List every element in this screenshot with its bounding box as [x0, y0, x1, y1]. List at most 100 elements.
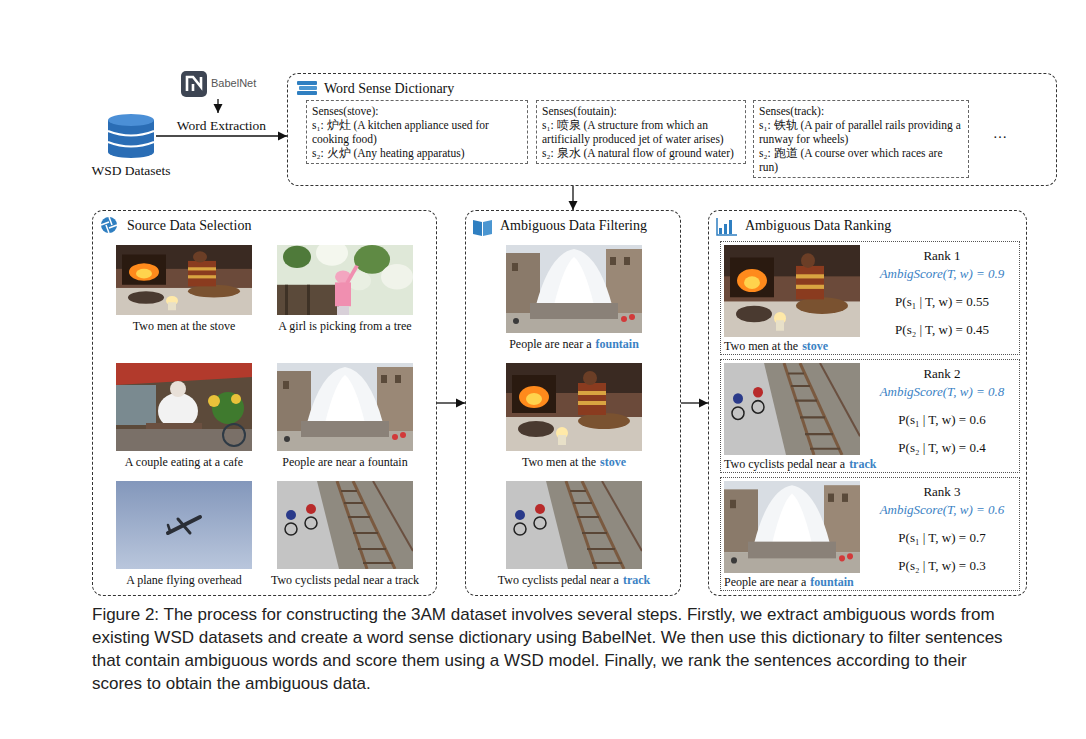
panel-title: Word Sense Dictionary	[324, 81, 454, 97]
photo-frame	[724, 245, 860, 337]
books-icon	[297, 81, 317, 95]
stage-panel: Word Sense DictionarySenses(stove):s₁: 炉…	[287, 73, 1057, 186]
rank-card: Rank 1AmbigScore(T, w) = 0.9P(s₁ | T, w)…	[720, 241, 1020, 355]
panel-title: Source Data Selection	[127, 218, 251, 234]
aperture-icon-part	[101, 217, 117, 233]
logo-node: BabelNet	[180, 70, 264, 98]
stage-panel: Source Data SelectionTwo men at the stov…	[92, 210, 437, 596]
stage-panel: Ambiguous Data FilteringPeople are near …	[465, 210, 681, 596]
ambiguity-score: AmbigScore(T, w) = 0.8	[867, 384, 1017, 400]
photo-frame: A girl is picking from a tree	[277, 245, 413, 315]
photo	[724, 481, 860, 573]
image-caption: People are near a	[724, 575, 806, 589]
photo	[116, 481, 252, 569]
photo-frame: Two cyclists pedal near atrack	[506, 481, 642, 569]
score-column: Rank 1AmbigScore(T, w) = 0.9P(s₁ | T, w)…	[867, 242, 1017, 342]
caption-line: People are near a fountain	[724, 575, 854, 589]
photo	[277, 363, 413, 451]
bar-chart-icon-part	[719, 228, 722, 234]
sense-probability: P(s₁ | T, w) = 0.55	[867, 294, 1017, 310]
flow-arrow	[156, 135, 287, 136]
photo	[506, 363, 642, 451]
score-column: Rank 2 AmbigScore(T, w) = 0.8P(s₁ | T, w)…	[867, 360, 1017, 460]
caption-line: A girl is picking from a tree	[278, 319, 411, 333]
photo	[277, 481, 413, 569]
books-icon-part	[299, 86, 317, 90]
caption-line: People are near a fountain	[282, 455, 407, 469]
flow-arrow	[572, 186, 573, 210]
flow-arrow	[437, 402, 465, 403]
caption-line: Two cyclists pedal near a track	[271, 573, 419, 587]
image-caption: Two cyclists pedal near a	[724, 457, 845, 471]
photo-frame: A couple eating at a cafe	[116, 363, 252, 451]
sense-definition: s₂: 泉水 (A natural flow of ground water)	[542, 146, 740, 160]
caption-line: Two men at thestove	[522, 455, 626, 469]
books-icon-part	[297, 91, 317, 95]
caption-line: Two men at the stove	[724, 339, 828, 353]
ambiguous-word: fountain	[595, 337, 638, 351]
source-name: BabelNet	[211, 77, 256, 89]
caption-line: People are near a fountain	[509, 337, 639, 351]
sense-probability: P(s₁ | T, w) = 0.6	[867, 412, 1017, 428]
ambiguous-word: stove	[802, 339, 828, 353]
bar-chart-icon-part	[724, 224, 727, 234]
sense-heading: Senses(foutain):	[542, 104, 740, 118]
photo-frame: Two men at the stove	[116, 245, 252, 315]
ambiguity-score: AmbigScore(T, w) = 0.9	[867, 266, 1017, 282]
sense-definition: s₂: 火炉 (Any heating apparatus)	[312, 146, 522, 160]
stage-panel: Ambiguous Data RankingRank 1AmbigScore(T…	[708, 210, 1027, 596]
rank-number: Rank 3	[867, 484, 1017, 500]
photo-set	[116, 240, 860, 573]
photo-frame: A plane flying overhead	[116, 481, 252, 569]
ambiguity-score: AmbigScore(T, w) = 0.6	[867, 502, 1017, 518]
photo	[116, 245, 252, 315]
babelnet-logo-part	[181, 71, 207, 97]
photo	[506, 481, 642, 569]
photo-frame: Two cyclists pedal near a track	[277, 481, 413, 569]
books-icon-part	[297, 81, 317, 85]
source-arrow	[217, 99, 218, 113]
photo-frame: Two men at thestove	[506, 363, 642, 451]
aperture-icon	[101, 217, 117, 233]
ambiguous-word: stove	[600, 455, 626, 469]
aperture-icon-part	[101, 217, 117, 233]
database-icon	[108, 114, 154, 158]
photo-frame: People are near a fountain	[277, 363, 413, 451]
sense-entry-box: Senses(track):s₁: 铁轨 (A pair of parallel…	[753, 100, 969, 178]
sense-probability: P(s₁ | T, w) = 0.7	[867, 530, 1017, 546]
caption-line: A couple eating at a cafe	[125, 455, 243, 469]
panel-title: Ambiguous Data Ranking	[745, 218, 891, 234]
edge-label: Word Extraction	[175, 118, 268, 134]
ambiguous-word: track	[849, 457, 876, 471]
babelnet-logo	[181, 71, 207, 97]
sense-entry-box: Senses(foutain):s₁: 喷泉 (A structure from…	[536, 100, 746, 164]
caption-line: A plane flying overhead	[126, 573, 242, 587]
sense-heading: Senses(track):	[759, 104, 963, 118]
photo	[724, 245, 860, 337]
photo	[506, 245, 642, 333]
photo-frame	[724, 363, 860, 455]
photo-frame	[724, 481, 860, 573]
image-caption: People are near a	[509, 337, 591, 351]
photo	[116, 363, 252, 451]
image-caption: Two men at the stove	[133, 319, 235, 333]
bar-chart-icon-part	[729, 220, 732, 234]
sense-definition: s₂: 跑道 (A course over which races are ru…	[759, 146, 963, 174]
caption-line: Two cyclists pedal near atrack	[498, 573, 650, 587]
database-icon-part	[108, 146, 154, 158]
rank-number: Rank 2	[867, 366, 1017, 382]
database-icon-part	[108, 131, 154, 147]
book-icon-part	[473, 220, 482, 236]
sense-definition: s₁: 铁轨 (A pair of parallel rails providi…	[759, 118, 963, 146]
image-caption: A plane flying overhead	[126, 573, 242, 587]
image-caption: Two men at the	[724, 339, 798, 353]
photo	[277, 240, 413, 315]
dataset-name: WSD Datasets	[91, 163, 170, 179]
sense-heading: Senses(stove):	[312, 104, 522, 118]
ambiguous-word: track	[623, 573, 650, 587]
rank-card: Rank 3 AmbigScore(T, w) = 0.6P(s₁ | T, w)…	[720, 477, 1020, 591]
babelnet-logo-part	[187, 77, 201, 91]
ambiguous-word: fountain	[810, 575, 853, 589]
database-icon-part	[108, 114, 154, 126]
sense-definition: s₁: 喷泉 (A structure from which an artifi…	[542, 118, 740, 146]
